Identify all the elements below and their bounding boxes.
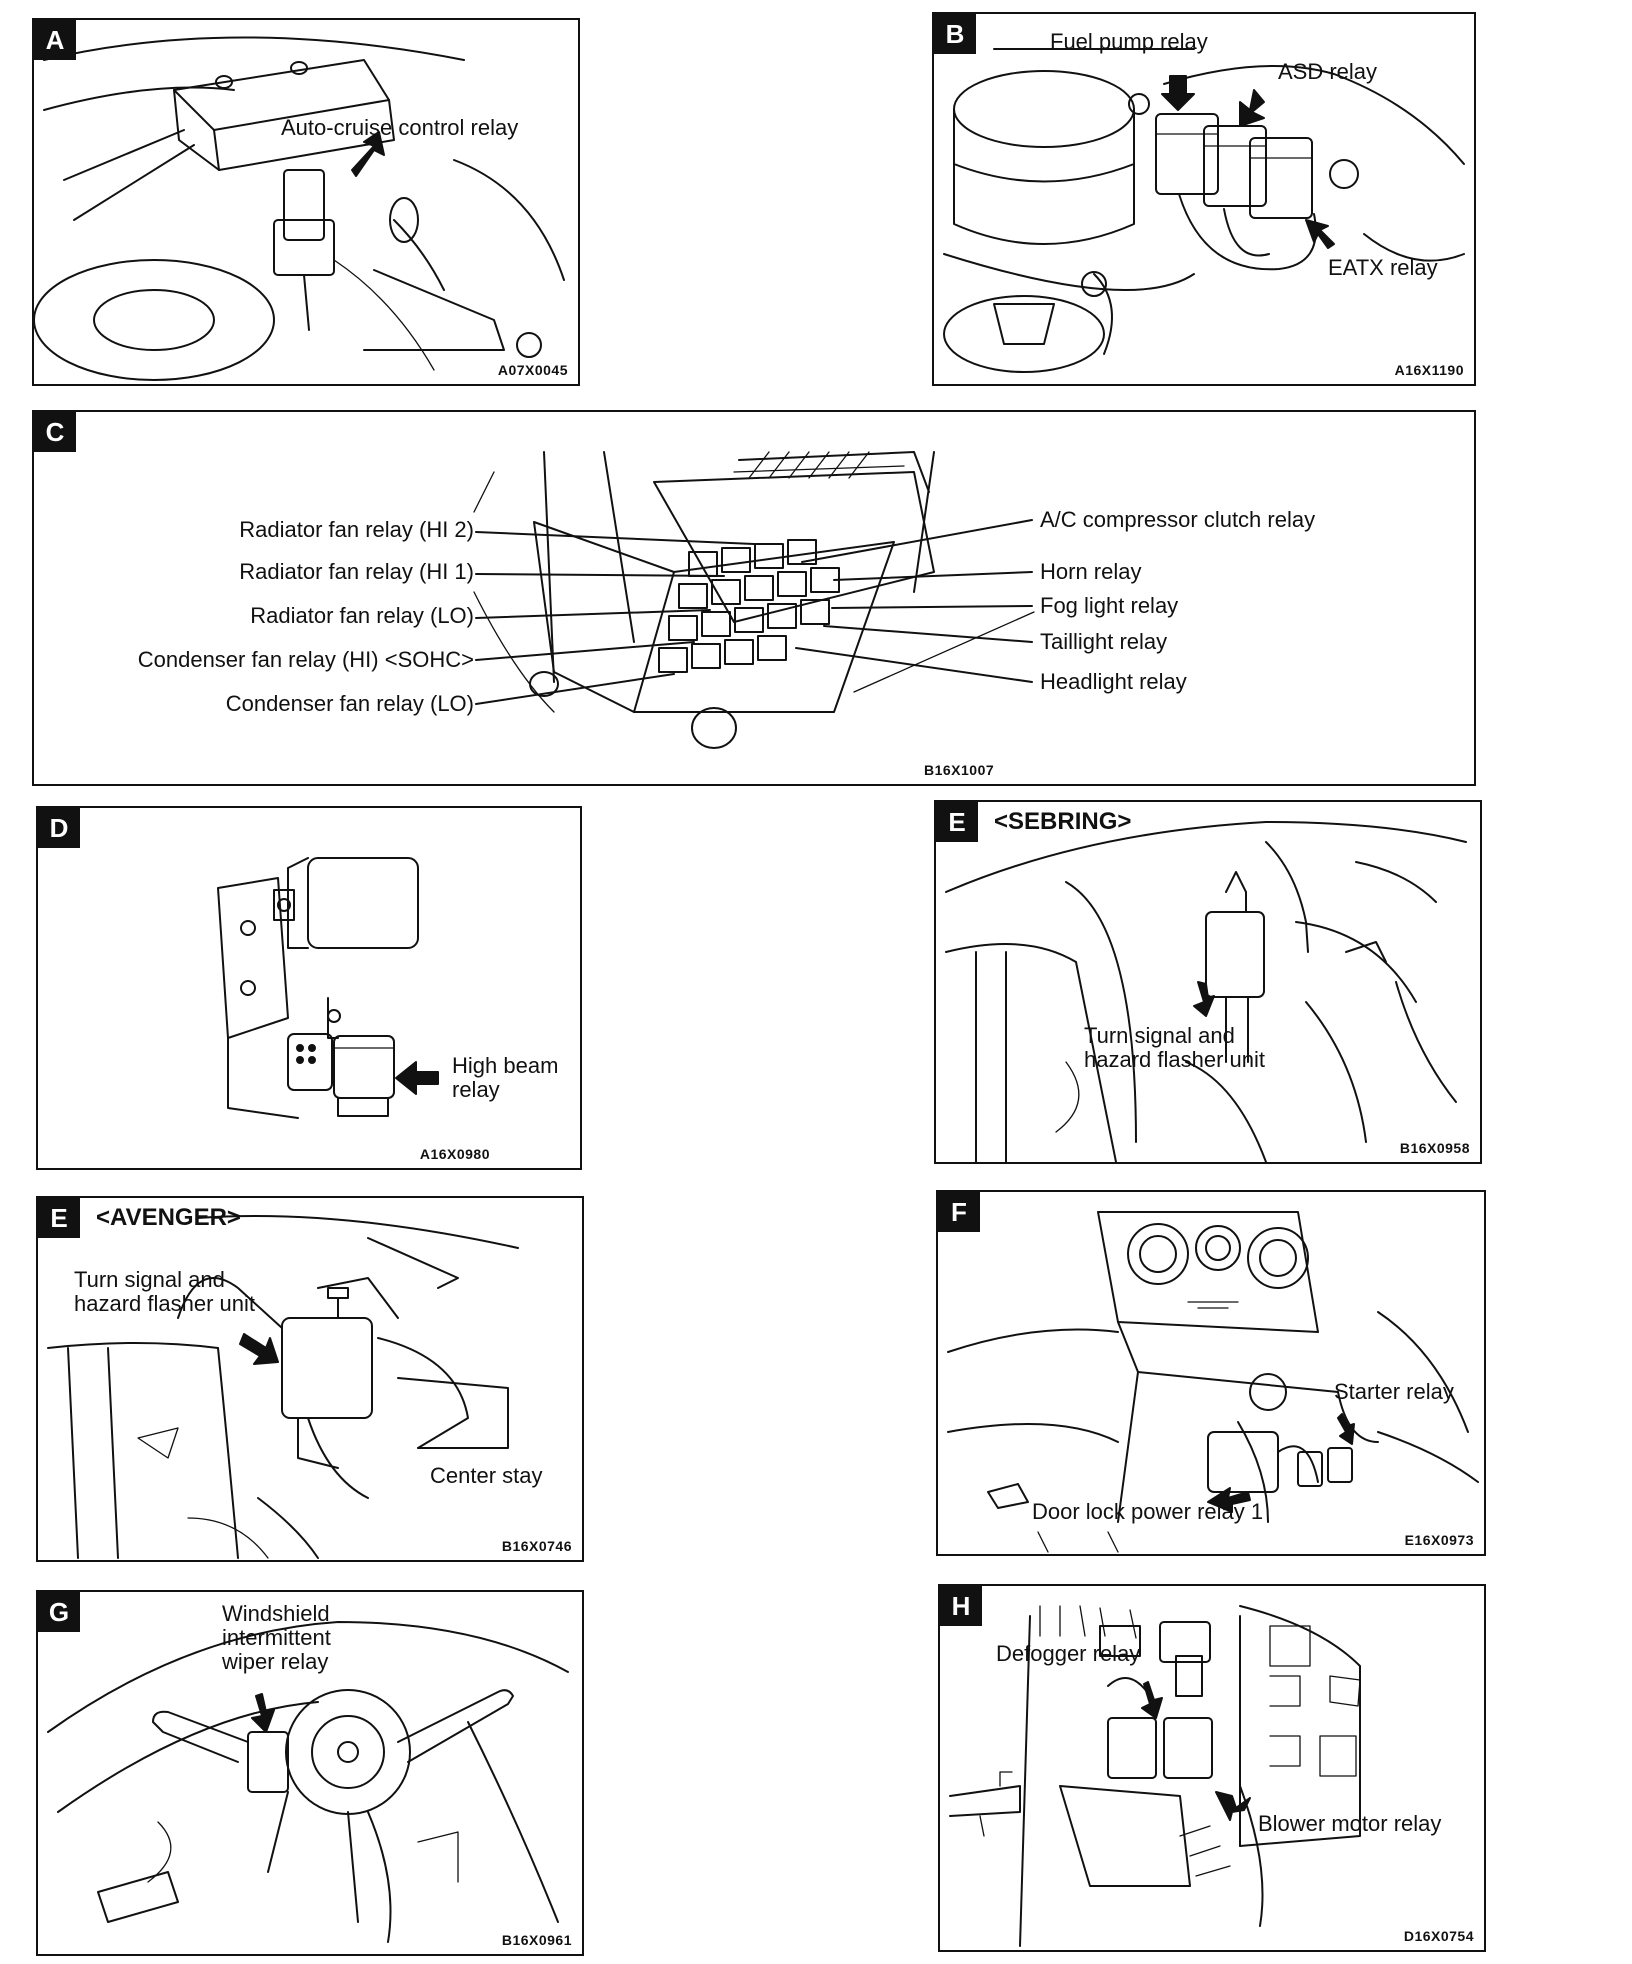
panel-letter: H: [940, 1586, 982, 1626]
high-beam-relay-label: High beam relay: [452, 1053, 559, 1102]
condenser-fan-relay-hi-sohc-label: Condenser fan relay (HI) <SOHC>: [137, 647, 474, 672]
engine-relays-illustration: [943, 48, 1465, 373]
variant-label: <AVENGER>: [96, 1204, 241, 1231]
figure-code: A07X0045: [497, 362, 568, 378]
asd-relay-label: ASD relay: [1278, 59, 1378, 84]
panel-letter: E: [38, 1198, 80, 1238]
figure-code: B16X0746: [501, 1538, 572, 1554]
panel-e-avenger: E <AVENGER> Turn signal and hazard flash…: [36, 1196, 584, 1562]
relay-box-illustration: [473, 451, 1035, 749]
headlight-relay-label: Headlight relay: [1040, 669, 1187, 694]
avenger-flasher-illustration: [47, 1215, 519, 1559]
panel-letter: B: [934, 14, 976, 54]
high-beam-relay-illustration: [217, 857, 439, 1119]
radiator-fan-relay-lo-label: Radiator fan relay (LO): [250, 603, 474, 628]
panel-b: B Fuel pump relay ASD relay EATX relay A…: [932, 12, 1476, 386]
panel-letter: E: [936, 802, 978, 842]
turn-signal-hazard-flasher-label: Turn signal and hazard flasher unit: [1084, 1023, 1265, 1072]
windshield-intermittent-wiper-relay-label: Windshield intermittent wiper relay: [222, 1601, 331, 1674]
eatx-relay-label: EATX relay: [1328, 255, 1438, 280]
defogger-blower-relay-illustration: [949, 1605, 1361, 1947]
panel-d: D High beam relay A16X0980: [36, 806, 582, 1170]
wiper-relay-illustration: [47, 1621, 569, 1943]
starter-relay-label: Starter relay: [1334, 1379, 1454, 1404]
condenser-fan-relay-lo-label: Condenser fan relay (LO): [225, 691, 474, 716]
taillight-relay-label: Taillight relay: [1040, 629, 1168, 654]
panel-e-sebring: E <SEBRING> Turn signal and hazard flash…: [934, 800, 1482, 1164]
figure-code: D16X0754: [1403, 1928, 1474, 1944]
figure-code: E16X0973: [1404, 1532, 1474, 1548]
figure-code: A16X1190: [1394, 362, 1464, 378]
sebring-flasher-illustration: [945, 821, 1467, 1162]
panel-a: A Auto-cruise control relay A07X0045: [32, 18, 580, 386]
figure-code: B16X0958: [1399, 1140, 1470, 1156]
figure-code: B16X1007: [924, 762, 995, 778]
figure-code: B16X0961: [501, 1932, 572, 1948]
door-lock-power-relay-label: Door lock power relay 1: [1032, 1499, 1264, 1524]
radiator-fan-relay-hi1-label: Radiator fan relay (HI 1): [239, 559, 474, 584]
panel-g: G Windshield intermittent wiper relay B1…: [36, 1590, 584, 1956]
panel-h: H Defogger relay Blower motor relay D16X…: [938, 1584, 1486, 1952]
panel-letter: C: [34, 412, 76, 452]
variant-label: <SEBRING>: [994, 808, 1132, 835]
figure-code: A16X0980: [419, 1146, 490, 1162]
radiator-fan-relay-hi2-label: Radiator fan relay (HI 2): [239, 517, 474, 542]
panel-letter: G: [38, 1592, 80, 1632]
center-stay-label: Center stay: [430, 1463, 543, 1488]
ac-compressor-clutch-relay-label: A/C compressor clutch relay: [1040, 507, 1316, 532]
starter-door-lock-relay-illustration: [947, 1211, 1479, 1553]
panel-c: C Radiator fan relay (HI 2) Radiator fan…: [32, 410, 1476, 786]
fuel-pump-relay-label: Fuel pump relay: [1050, 29, 1208, 54]
auto-cruise-control-relay-label: Auto-cruise control relay: [281, 115, 519, 140]
panel-letter: F: [938, 1192, 980, 1232]
defogger-relay-label: Defogger relay: [996, 1641, 1141, 1666]
turn-signal-hazard-flasher-label: Turn signal and hazard flasher unit: [74, 1267, 255, 1316]
fog-light-relay-label: Fog light relay: [1040, 593, 1179, 618]
blower-motor-relay-label: Blower motor relay: [1258, 1811, 1442, 1836]
horn-relay-label: Horn relay: [1040, 559, 1142, 584]
panel-letter: A: [34, 20, 76, 60]
panel-letter: D: [38, 808, 80, 848]
auto-cruise-relay-illustration: [34, 36, 565, 381]
panel-f: F Starter relay Door lock power relay 1 …: [936, 1190, 1486, 1556]
